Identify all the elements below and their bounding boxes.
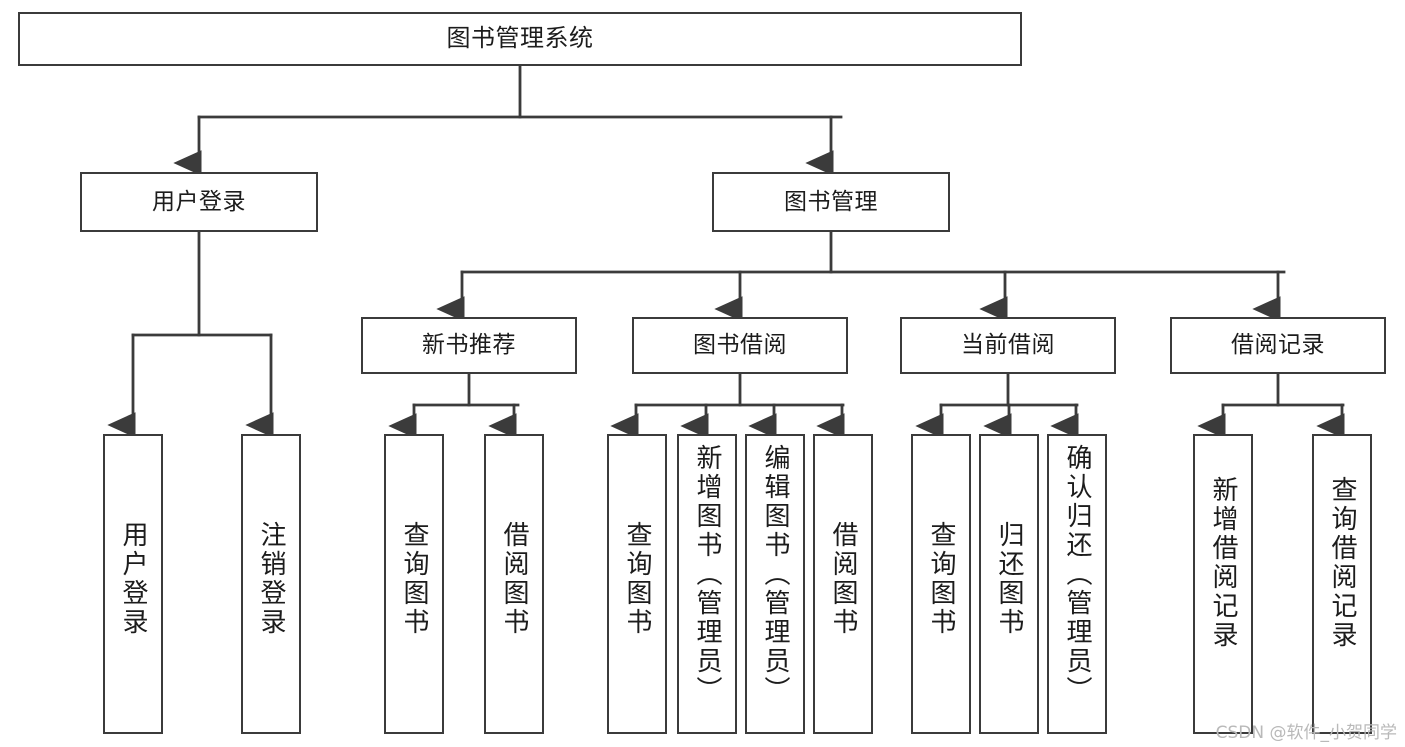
node-label: 借阅图书 [828,521,858,637]
node-label: 查询借阅记录 [1327,476,1357,650]
node-new-book-rec[interactable]: 新书推荐 [361,317,577,374]
node-current-borrow[interactable]: 当前借阅 [900,317,1116,374]
node-leaf-query-book-1[interactable]: 查询图书 [384,434,444,734]
node-label: 新增图书（管理员） [692,444,722,705]
node-leaf-return-book[interactable]: 归还图书 [979,434,1039,734]
node-leaf-borrow-book-2[interactable]: 借阅图书 [813,434,873,734]
node-label: 图书借阅 [693,332,787,359]
node-label: 注销登录 [256,521,286,637]
node-label: 新书推荐 [422,332,516,359]
node-label: 图书管理系统 [446,24,594,53]
node-label: 用户登录 [118,521,148,637]
node-leaf-confirm-return[interactable]: 确认归还（管理员） [1047,434,1107,734]
node-borrow-record[interactable]: 借阅记录 [1170,317,1386,374]
node-leaf-logout-login[interactable]: 注销登录 [241,434,301,734]
node-label: 确认归还（管理员） [1062,444,1092,705]
node-leaf-add-book[interactable]: 新增图书（管理员） [677,434,737,734]
node-label: 编辑图书（管理员） [760,444,790,705]
node-label: 新增借阅记录 [1208,476,1238,650]
node-user-login[interactable]: 用户登录 [80,172,318,232]
node-label: 查询图书 [399,521,429,637]
node-book-borrow[interactable]: 图书借阅 [632,317,848,374]
node-leaf-borrow-book-1[interactable]: 借阅图书 [484,434,544,734]
node-label: 用户登录 [152,188,246,215]
node-leaf-query-record[interactable]: 查询借阅记录 [1312,434,1372,734]
node-leaf-user-login[interactable]: 用户登录 [103,434,163,734]
node-label: 查询图书 [622,521,652,637]
node-system-title[interactable]: 图书管理系统 [18,12,1022,66]
node-leaf-add-record[interactable]: 新增借阅记录 [1193,434,1253,734]
node-label: 归还图书 [994,521,1024,637]
node-book-manage[interactable]: 图书管理 [712,172,950,232]
node-label: 查询图书 [926,521,956,637]
node-label: 图书管理 [784,188,878,215]
node-leaf-query-book-3[interactable]: 查询图书 [911,434,971,734]
node-label: 借阅记录 [1231,332,1325,359]
node-leaf-query-book-2[interactable]: 查询图书 [607,434,667,734]
node-label: 当前借阅 [961,332,1055,359]
node-label: 借阅图书 [499,521,529,637]
watermark-text: CSDN @软件_小贺同学 [1215,723,1397,743]
node-leaf-edit-book[interactable]: 编辑图书（管理员） [745,434,805,734]
